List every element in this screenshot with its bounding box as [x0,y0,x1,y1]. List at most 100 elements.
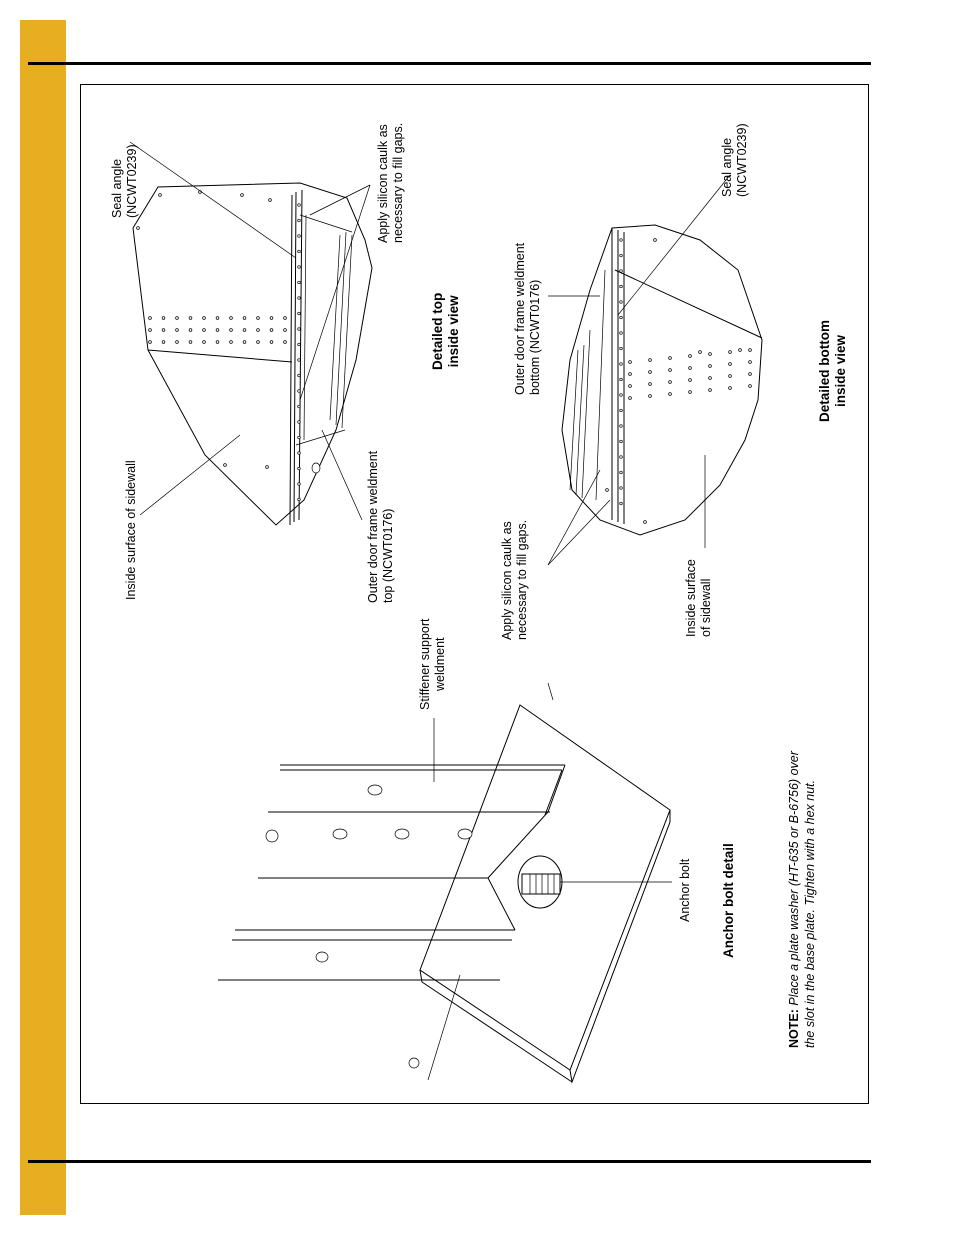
panel-hole [619,346,623,351]
panel-hole [648,370,652,374]
panel-hole [229,316,233,320]
panel-hole [738,348,742,352]
panel-hole [148,328,152,332]
panel-hole [297,280,301,285]
detail-top-drawing [129,141,373,526]
panel-hole [297,482,301,486]
panel-hole [297,404,301,409]
panel-hole [619,377,623,382]
label-seal-angle-bottom: Seal angle(NCWT0239) [720,123,749,197]
panel-hole [668,380,672,384]
panel-hole [223,463,227,467]
panel-hole [708,376,712,380]
panel-hole [619,315,623,320]
panel-hole [748,372,752,376]
panel-hole [242,328,247,332]
anchor-bolt-drawing [218,682,672,1084]
panel-hole [698,350,702,354]
panel-hole [728,374,732,378]
panel-hole [148,340,152,344]
panel-hole [668,356,672,360]
panel-hole [628,396,632,400]
panel-hole [748,348,752,352]
panel-hole [215,316,220,320]
panel-hole [297,311,301,316]
panel-hole [688,390,692,394]
panel-hole [628,372,632,376]
title-anchor-bolt-detail: Anchor bolt detail [721,843,736,958]
label-seal-angle-top: Seal angle(NCWT0239) [110,144,139,218]
header-rule [28,62,871,65]
panel-hole [297,218,301,223]
panel-hole [728,386,732,390]
panel-hole [619,362,623,366]
panel-hole [668,368,672,372]
panel-hole [708,352,712,356]
panel-hole [297,265,301,269]
panel-hole [708,364,712,368]
panel-hole [175,340,179,344]
panel-hole [188,328,193,332]
panel-hole [297,342,301,347]
panel-hole [161,328,166,332]
panel-hole [158,193,162,197]
panel-hole [297,435,301,440]
panel-hole [619,331,623,335]
panel-hole [283,340,287,344]
panel-hole [215,328,220,332]
panel-hole [297,466,301,471]
footer-rule [28,1160,871,1163]
note-label: NOTE: [787,1009,801,1048]
panel-hole [297,203,301,207]
panel-hole [688,366,692,370]
panel-hole [269,328,274,332]
panel-hole [297,389,301,393]
panel-hole [648,382,652,386]
note-plate-washer: NOTE: Place a plate washer (HT-635 or B-… [787,751,817,1048]
label-anchor-bolt: Anchor bolt [678,858,692,922]
panel-hole [619,470,623,475]
chapter-color-bar [20,20,66,1215]
panel-hole [256,316,260,320]
panel-hole [297,358,301,362]
panel-hole [268,198,272,202]
panel-hole [256,340,260,344]
panel-hole [297,373,301,378]
panel-hole [283,316,287,320]
panel-hole [619,253,623,258]
panel-hole [242,316,247,320]
panel-hole [188,316,193,320]
panel-hole [297,296,301,300]
panel-hole [619,269,623,273]
panel-hole [297,497,301,502]
panel-hole [188,340,193,344]
panel-hole [269,340,274,344]
panel-hole [297,451,301,455]
panel-hole [619,408,623,413]
panel-hole [748,384,752,388]
panel-hole [161,316,166,320]
figure-frame [80,84,869,1104]
panel-hole [297,420,301,424]
panel-hole [688,378,692,382]
panel-hole [202,340,206,344]
panel-hole [297,327,301,331]
panel-hole [175,316,179,320]
panel-hole [728,350,732,354]
panel-hole [688,354,692,358]
panel-hole [648,394,652,398]
panel-hole [728,362,732,366]
panel-hole [619,501,623,506]
label-inside-surface-top: Inside surface of sidewall [124,460,138,600]
panel-hole [628,384,632,388]
panel-hole [619,393,623,397]
panel-hole [202,316,206,320]
panel-hole [297,234,301,238]
panel-hole [256,328,260,332]
